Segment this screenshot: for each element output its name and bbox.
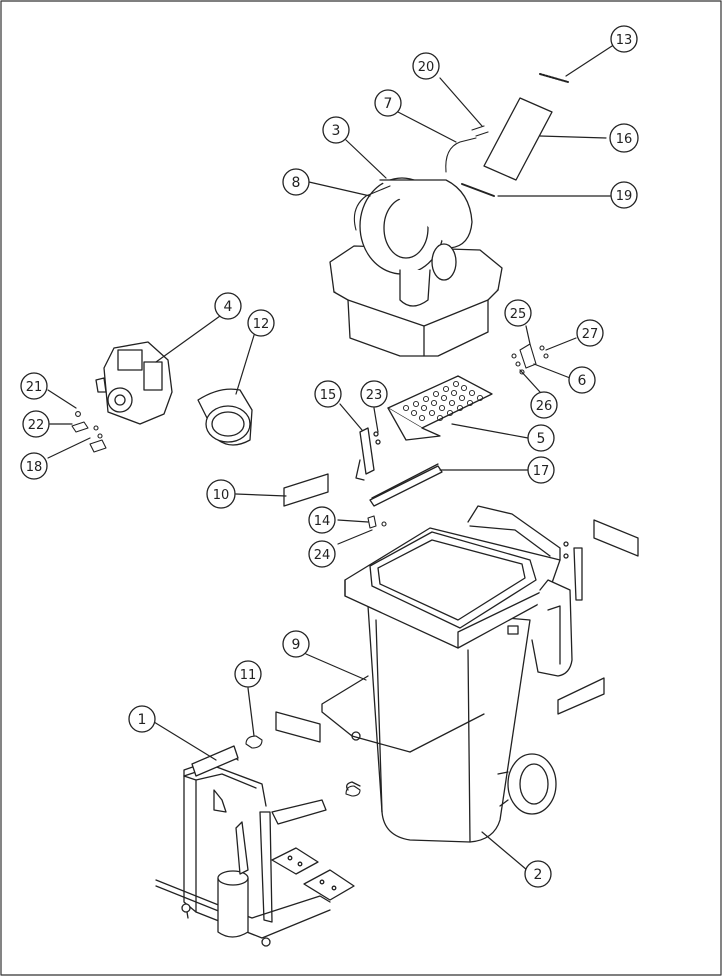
part-latch-clamp (355, 427, 381, 481)
callout-24-label: 24 (314, 548, 331, 563)
leader-10 (235, 493, 287, 497)
part-wire-handle (321, 675, 485, 791)
callout-14-label: 14 (314, 514, 331, 529)
leader-16 (539, 135, 607, 139)
callout-9-label: 9 (292, 637, 301, 653)
callout-2-label: 2 (534, 867, 543, 883)
leader-5 (451, 423, 529, 439)
leader-18 (47, 437, 91, 459)
leader-15 (339, 403, 363, 431)
leader-8 (308, 181, 371, 197)
leader-11 (247, 687, 255, 737)
callouts: 1 2 3 4 5 6 7 8 9 10 11 12 13 14 15 16 1… (20, 25, 639, 888)
leader-13 (565, 45, 613, 77)
callout-15: 15 (314, 380, 342, 408)
callout-24: 24 (308, 540, 336, 568)
leader-25 (525, 325, 531, 345)
leader-26 (519, 369, 541, 393)
callout-13: 13 (610, 25, 638, 53)
part-hopper-housing (329, 177, 503, 357)
callout-18-label: 18 (26, 460, 43, 475)
callout-15-label: 15 (320, 388, 337, 403)
callout-19-label: 19 (616, 189, 633, 204)
callout-26-label: 26 (536, 399, 553, 414)
callout-5: 5 (527, 424, 555, 452)
callout-19: 19 (610, 181, 638, 209)
leader-lines (47, 45, 613, 871)
part-engine (95, 341, 173, 425)
callout-1-label: 1 (138, 712, 147, 728)
callout-16-label: 16 (616, 132, 633, 147)
bin-wheel (507, 753, 557, 815)
leader-2 (481, 831, 528, 871)
callout-7-label: 7 (384, 96, 393, 112)
callout-3: 3 (322, 116, 350, 144)
callout-7: 7 (374, 89, 402, 117)
callout-8: 8 (282, 168, 310, 196)
callout-21: 21 (20, 372, 48, 400)
callout-23: 23 (360, 380, 388, 408)
callout-8-label: 8 (292, 175, 301, 191)
callout-16: 16 (609, 123, 639, 153)
leader-6 (533, 363, 571, 379)
callout-20-label: 20 (418, 60, 435, 75)
callout-11: 11 (234, 660, 262, 688)
plate-holes (402, 380, 484, 422)
callout-17: 17 (527, 456, 555, 484)
callout-20: 20 (412, 52, 440, 80)
part-perforated-plate (387, 375, 493, 441)
callout-26: 26 (530, 391, 558, 419)
callout-17-label: 17 (533, 464, 550, 479)
callout-12: 12 (247, 309, 275, 337)
callout-13-label: 13 (616, 33, 633, 48)
callout-21-label: 21 (26, 380, 43, 395)
callout-10-label: 10 (213, 488, 230, 503)
callout-11-label: 11 (240, 668, 257, 683)
leader-3 (345, 139, 387, 179)
callout-6-label: 6 (578, 373, 587, 389)
part-rail (369, 463, 443, 507)
part-label-plates (275, 97, 639, 743)
leader-9 (305, 653, 367, 681)
leader-7 (397, 111, 457, 143)
callout-4: 4 (214, 292, 242, 320)
leader-24 (337, 529, 373, 545)
callout-27: 27 (576, 319, 604, 347)
callout-27-label: 27 (582, 327, 599, 342)
callout-14: 14 (308, 506, 336, 534)
leader-23 (373, 407, 379, 433)
leader-14 (337, 519, 369, 523)
leader-20 (439, 77, 483, 127)
callout-1: 1 (128, 705, 156, 733)
leader-21 (47, 389, 77, 409)
callout-25: 25 (504, 299, 532, 327)
leader-1 (153, 721, 217, 761)
callout-18: 18 (20, 452, 48, 480)
callout-22: 22 (22, 410, 50, 438)
part-small-hardware (71, 73, 569, 797)
callout-5-label: 5 (537, 431, 546, 447)
callout-2: 2 (524, 860, 552, 888)
callout-25-label: 25 (510, 307, 527, 322)
callout-23-label: 23 (366, 388, 383, 403)
part-sleeve (197, 388, 253, 446)
callout-4-label: 4 (224, 299, 233, 315)
callout-22-label: 22 (28, 418, 45, 433)
part-trolley-frame (155, 745, 355, 947)
callout-3-label: 3 (332, 123, 341, 139)
callout-6: 6 (568, 366, 596, 394)
leader-27 (545, 337, 577, 351)
callout-12-label: 12 (253, 317, 270, 332)
callout-9: 9 (282, 630, 310, 658)
part-16-plate (483, 97, 553, 181)
leader-12 (235, 331, 256, 395)
part-bin (344, 505, 583, 843)
callout-10: 10 (206, 479, 236, 509)
leader-4 (155, 315, 221, 363)
